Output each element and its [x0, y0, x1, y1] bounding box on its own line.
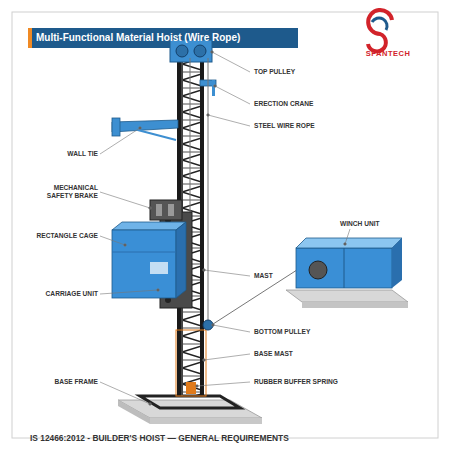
- top-pulley: [170, 40, 212, 62]
- leader-lines: [215, 86, 250, 104]
- logo-mark: [368, 10, 392, 51]
- part-label: WALL TIE: [30, 150, 98, 158]
- leader-lines: [203, 269, 206, 272]
- part-label: BOTTOM PULLEY: [254, 328, 354, 336]
- leader-lines: [211, 51, 214, 54]
- diagram-caption: IS 12466:2012 - BUILDER'S HOIST — GENERA…: [30, 433, 420, 443]
- leader-lines: [149, 207, 152, 210]
- leader-lines: [149, 403, 152, 406]
- leader-lines: [203, 359, 206, 362]
- logo-mark: [368, 10, 392, 51]
- rectangle-cage: [112, 230, 176, 298]
- part-label: TOP PULLEY: [254, 68, 364, 76]
- rectangle-cage: [150, 262, 168, 274]
- part-label: CARRIAGE UNIT: [24, 290, 98, 298]
- steel-wire-rope: [208, 58, 209, 325]
- leader-lines: [345, 229, 350, 244]
- leader-lines: [100, 128, 140, 154]
- title-band: [28, 28, 298, 48]
- leader-lines: [212, 52, 250, 72]
- part-label: RECTANGLE CAGE: [24, 232, 98, 240]
- leader-lines: [100, 192, 150, 208]
- leader-lines: [208, 115, 250, 126]
- wall-tie: [112, 118, 178, 140]
- wall-tie: [112, 118, 120, 136]
- leader-lines: [100, 236, 125, 245]
- page-border: [12, 12, 438, 438]
- steel-wire-rope: [190, 58, 191, 215]
- safety-brake: [150, 200, 182, 220]
- safety-brake: [150, 200, 182, 220]
- mast: [200, 62, 204, 396]
- mast: [176, 330, 206, 396]
- part-label: MECHANICAL SAFETY BRAKE: [38, 184, 98, 200]
- winch-unit: [309, 261, 327, 279]
- part-label: RUBBER BUFFER SPRING: [254, 378, 364, 386]
- leader-lines: [204, 354, 250, 360]
- part-label: BASE FRAME: [24, 378, 98, 386]
- leader-lines: [344, 243, 347, 246]
- erection-crane: [212, 80, 215, 96]
- part-label: ERECTION CRANE: [254, 100, 364, 108]
- leader-lines: [197, 382, 250, 386]
- wall-tie: [112, 120, 178, 132]
- rectangle-cage: [112, 222, 186, 298]
- part-label: WINCH UNIT: [340, 220, 420, 228]
- diagram-title: Multi-Functional Material Hoist (Wire Ro…: [36, 31, 296, 45]
- leader-lines: [100, 382, 150, 404]
- buffer-spring: [186, 382, 196, 394]
- safety-brake: [168, 204, 174, 216]
- leader-lines: [213, 325, 250, 332]
- winch-unit: [286, 238, 408, 308]
- title-accent: [28, 28, 32, 48]
- leader-lines: [139, 127, 142, 130]
- leader-lines: [196, 385, 199, 388]
- logo-mark: [372, 18, 387, 30]
- part-label: STEEL WIRE ROPE: [254, 122, 364, 130]
- steel-wire-rope: [190, 58, 300, 326]
- winch-unit: [296, 238, 402, 248]
- safety-brake: [156, 204, 162, 216]
- winch-unit: [296, 248, 392, 288]
- leader-lines: [124, 244, 127, 247]
- winch-unit: [302, 302, 408, 308]
- rectangle-cage: [112, 222, 186, 230]
- base-frame: [150, 418, 262, 424]
- winch-unit: [392, 238, 402, 288]
- leader-lines: [100, 290, 158, 294]
- base-frame: [118, 396, 262, 424]
- leader-lines: [214, 85, 217, 88]
- leader-lines: [207, 114, 210, 117]
- leader-lines: [212, 324, 215, 327]
- leader-lines: [157, 289, 160, 292]
- top-pulley: [194, 45, 206, 57]
- base-frame: [118, 400, 150, 424]
- leader-lines: [204, 270, 250, 276]
- buffer-spring: [186, 382, 196, 394]
- part-label: MAST: [254, 272, 334, 280]
- rectangle-cage: [176, 222, 186, 298]
- brand-name: SPANTECH: [352, 50, 424, 58]
- part-label: BASE MAST: [254, 350, 354, 358]
- winch-unit: [344, 248, 345, 288]
- top-pulley: [170, 40, 212, 62]
- rectangle-cage: [112, 252, 176, 253]
- winch-unit: [286, 290, 408, 302]
- base-frame: [140, 396, 240, 408]
- top-pulley: [176, 45, 188, 57]
